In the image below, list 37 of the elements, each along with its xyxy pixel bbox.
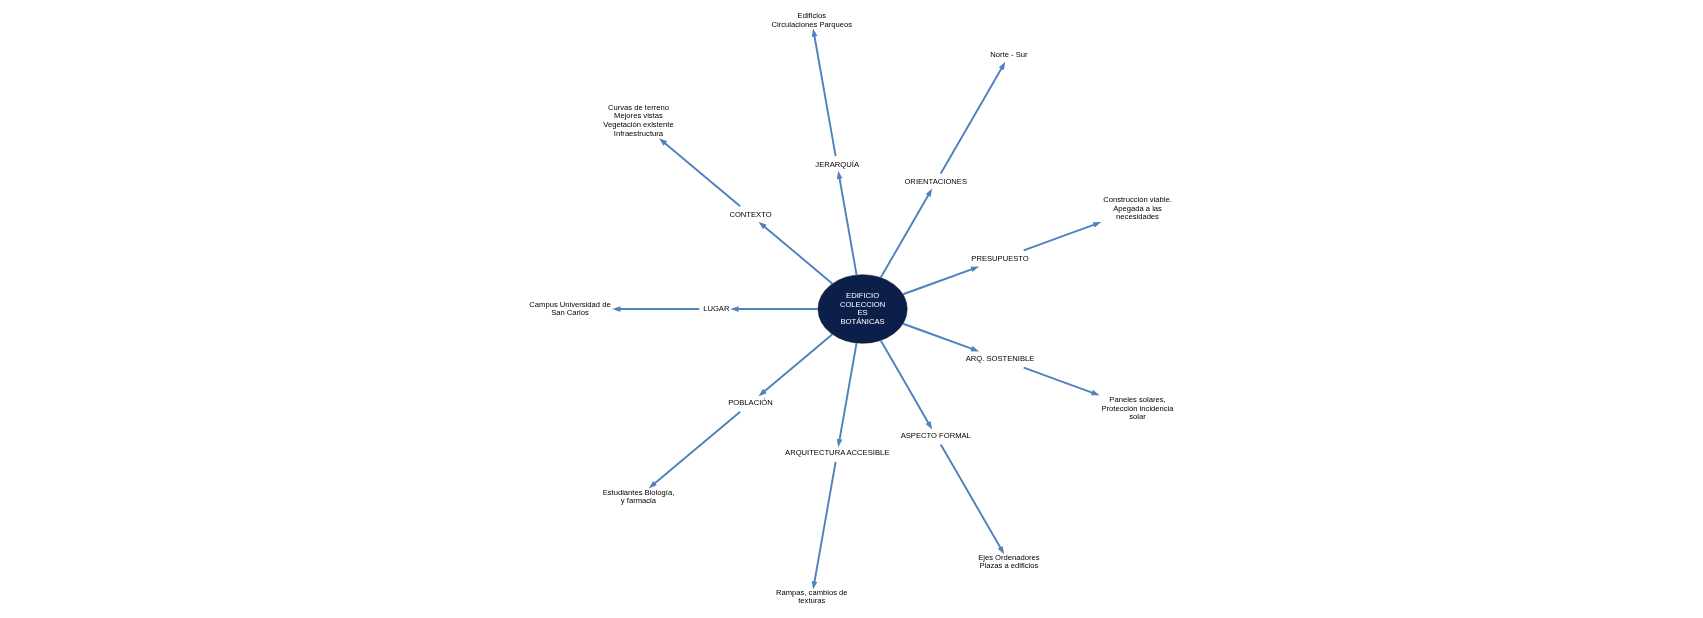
node-text: Construcción viable. Apegada a las necesidades xyxy=(1103,195,1172,222)
node-text: ARQUITECTURA ACCESIBLE xyxy=(785,447,890,457)
arrow xyxy=(836,170,858,276)
arrow xyxy=(758,221,834,285)
node-text: Curvas de terreno Mejores vistas Vegetación existente Infraestructura xyxy=(603,102,674,138)
node-text: Ejes Ordenadores Plazas a edificios xyxy=(978,552,1040,571)
node-text: ORIENTACIONES xyxy=(904,177,968,187)
arrow xyxy=(1022,366,1100,396)
node-text: PRESUPUESTO xyxy=(971,253,1029,263)
node-text: CONTEXTO xyxy=(729,209,772,219)
arrow xyxy=(811,28,837,158)
node-text: ASPECTO FORMAL xyxy=(900,430,971,440)
node-text: ARQ. SOSTENIBLE xyxy=(965,353,1035,363)
node-ellipse: EDIFICIO COLECCION ES BOTÁNICAS xyxy=(817,274,908,344)
arrow xyxy=(758,333,834,397)
arrow xyxy=(811,460,837,590)
node-text: LUGAR xyxy=(703,303,730,313)
arrow xyxy=(612,306,701,312)
arrow xyxy=(902,322,980,352)
arrow xyxy=(648,410,742,489)
node-text: Estudiantes Biología, y farmacia xyxy=(602,487,675,506)
node-text: JERARQUÍA xyxy=(815,159,860,169)
node-text: Campus Universidad de San Carlos xyxy=(529,299,611,318)
arrow xyxy=(939,443,1005,555)
node-text: Norte - Sur xyxy=(990,50,1028,60)
arrow xyxy=(939,61,1006,175)
node-text: Paneles solares, Protección incidencia solar xyxy=(1101,395,1174,422)
arrow xyxy=(902,266,980,296)
arrow xyxy=(879,339,933,430)
arrow xyxy=(836,342,858,448)
node-text: Rampas, cambios de texturas xyxy=(775,587,848,606)
arrow xyxy=(1022,222,1102,252)
arrow xyxy=(659,138,742,208)
node-text: Edificios Circulaciones Parqueos xyxy=(771,11,853,29)
arrow xyxy=(730,306,819,312)
node-text: POBLACIÓN xyxy=(728,397,773,407)
arrow xyxy=(879,188,933,279)
